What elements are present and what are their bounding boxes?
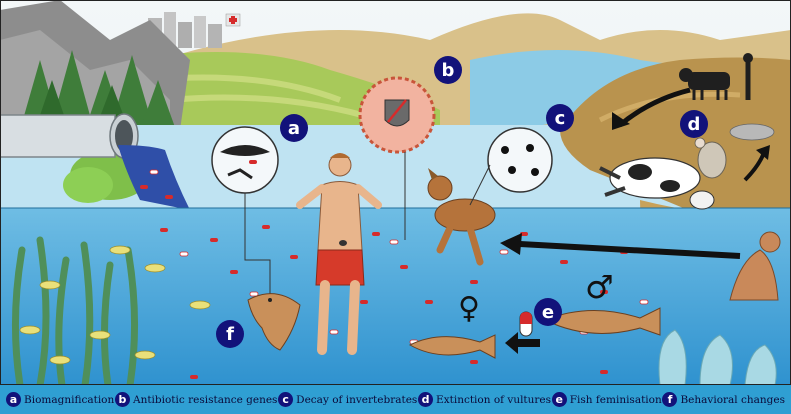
svg-text:d: d xyxy=(688,114,701,135)
scene-illustration: ♀ ♂ a b c d e f xyxy=(0,0,791,385)
legend-badge: c xyxy=(278,392,293,407)
legend-badge: a xyxy=(6,392,21,407)
svg-text:b: b xyxy=(442,60,455,81)
legend-badge: b xyxy=(115,392,130,407)
male-symbol: ♂ xyxy=(585,268,614,306)
legend-label: Extinction of vultures xyxy=(436,394,551,406)
capsule xyxy=(520,312,532,336)
sewage-pipe xyxy=(0,114,138,158)
legend-item-invertebrates: c Decay of invertebrates xyxy=(278,392,417,407)
badge-c: c xyxy=(546,104,574,132)
legend-label: Fish feminisation xyxy=(570,394,662,406)
legend-badge: e xyxy=(552,392,567,407)
legend-label: Antibiotic resistance genes xyxy=(133,394,277,406)
svg-text:f: f xyxy=(226,324,234,345)
legend-label: Biomagnification xyxy=(24,394,114,406)
legend-label: Behavioral changes xyxy=(680,394,785,406)
legend-item-behavioral: f Behavioral changes xyxy=(662,392,785,407)
legend-bar: a Biomagnification b Antibiotic resistan… xyxy=(0,385,791,414)
legend-item-biomagnification: a Biomagnification xyxy=(6,392,114,407)
badge-b: b xyxy=(434,56,462,84)
badge-f: f xyxy=(216,320,244,348)
svg-text:e: e xyxy=(542,302,554,323)
vulture-lying xyxy=(730,124,774,140)
badge-e: e xyxy=(534,298,562,326)
female-symbol: ♀ xyxy=(458,291,480,326)
svg-text:c: c xyxy=(555,108,566,129)
legend-label: Decay of invertebrates xyxy=(296,394,417,406)
badge-d: d xyxy=(680,110,708,138)
badge-a: a xyxy=(280,114,308,142)
legend-item-feminisation: e Fish feminisation xyxy=(552,392,662,407)
legend-item-antibiotic: b Antibiotic resistance genes xyxy=(115,392,277,407)
svg-text:a: a xyxy=(288,118,300,139)
legend-item-vultures: d Extinction of vultures xyxy=(418,392,551,407)
legend-badge: d xyxy=(418,392,433,407)
legend-badge: f xyxy=(662,392,677,407)
